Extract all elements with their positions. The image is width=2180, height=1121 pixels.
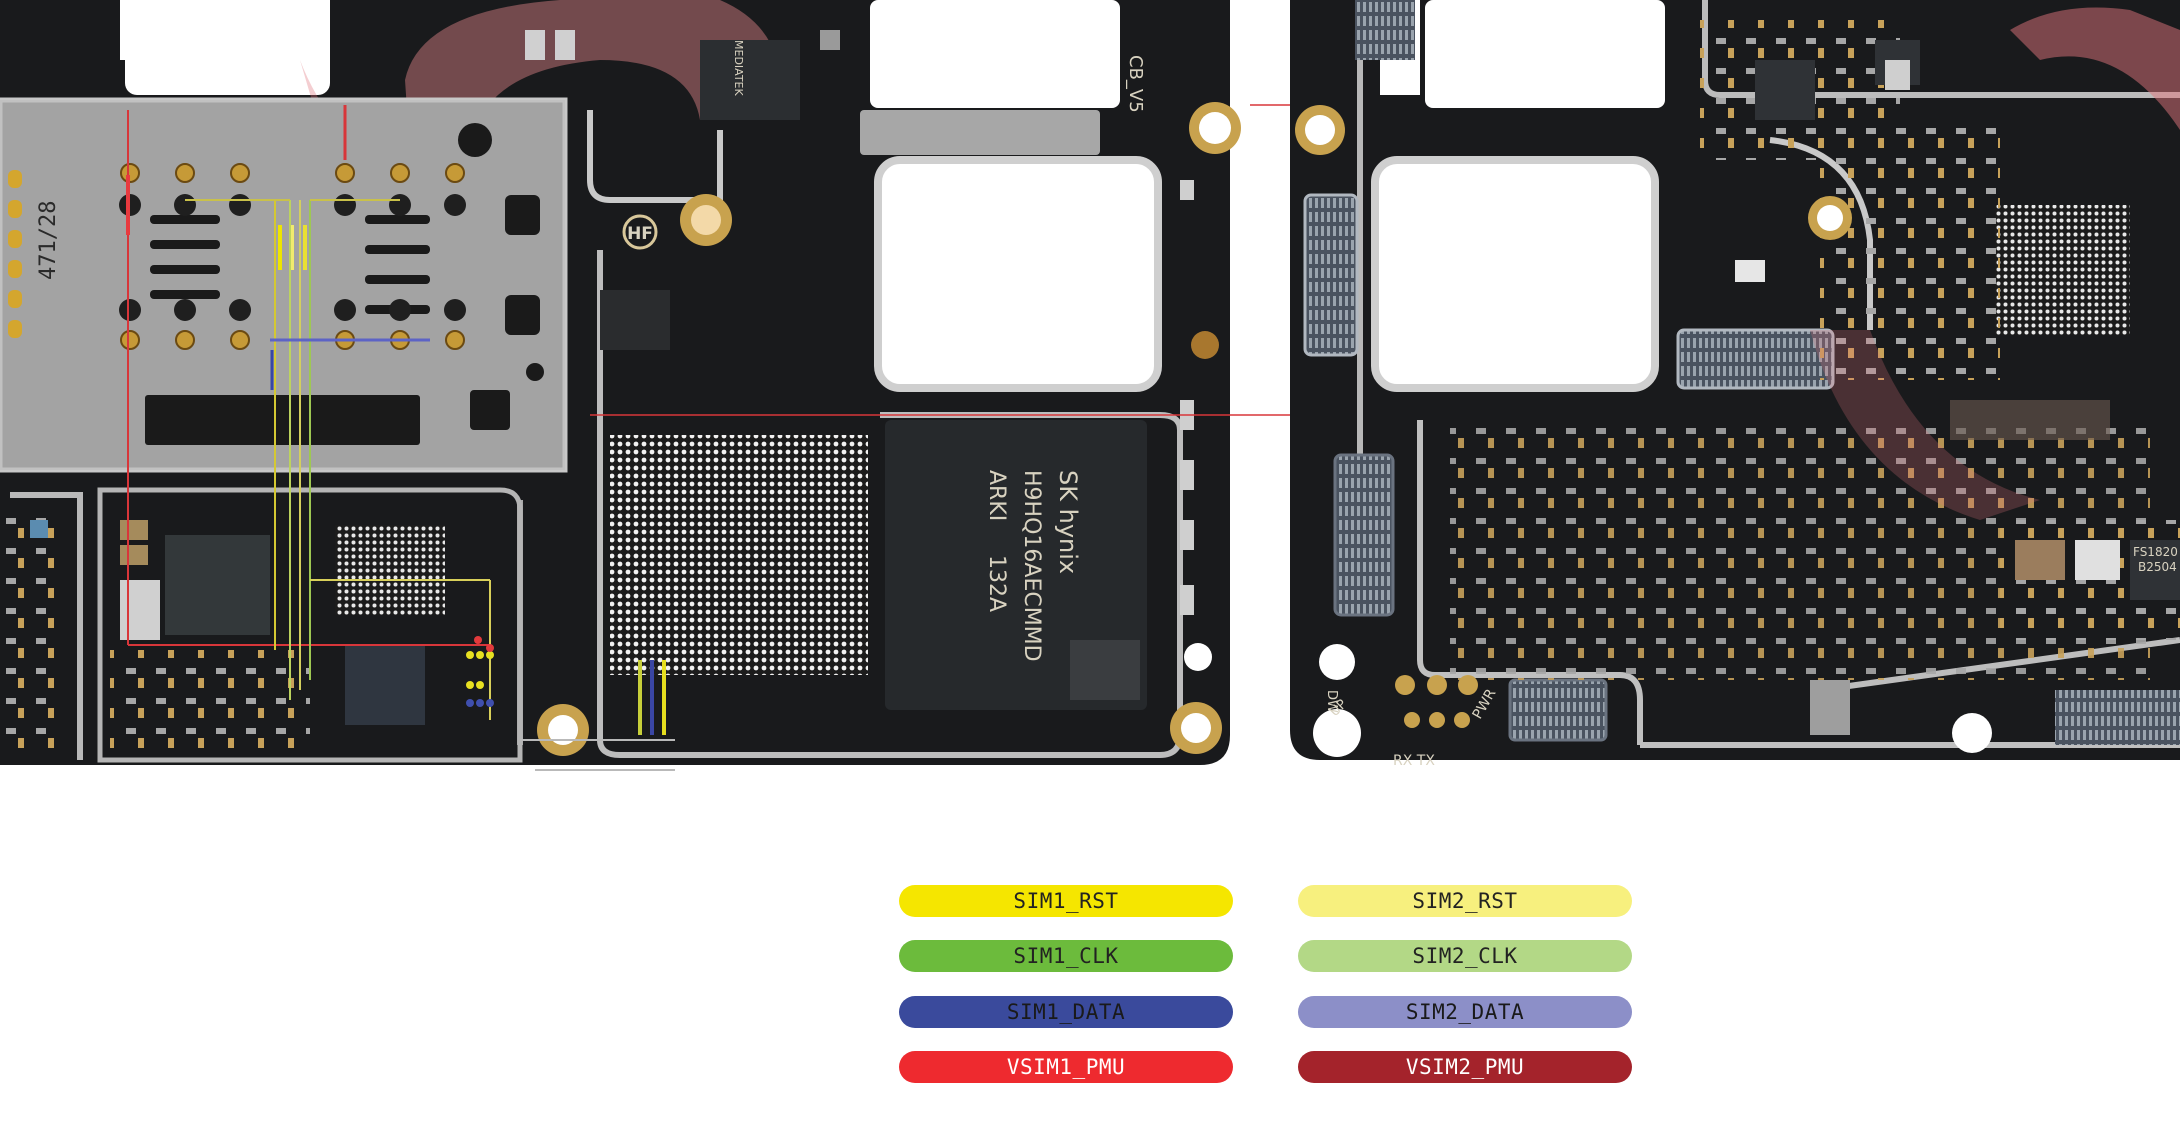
mounting-holes-left: [537, 102, 1241, 756]
skhynix-label: SK hynix: [1054, 470, 1082, 574]
legend-label: VSIM1_PMU: [1006, 1055, 1126, 1079]
legend-label: SIM1_DATA: [1006, 1000, 1126, 1024]
legend-sim2-data: SIM2_DATA: [1298, 996, 1632, 1028]
legend-sim2-rst: SIM2_RST: [1298, 885, 1632, 917]
legend-label: SIM2_DATA: [1405, 1000, 1525, 1024]
fs-chip-label: FS1820: [2133, 545, 2178, 559]
left-board: 471/28 MEDIATEK SK hynix H9HQ16AECMMD AR…: [0, 0, 1241, 765]
hf-mark: HF: [627, 224, 653, 244]
legend-label: SIM2_RST: [1412, 889, 1518, 913]
hynix-part-label: H9HQ16AECMMD: [1019, 470, 1044, 662]
legend-label: VSIM2_PMU: [1405, 1055, 1525, 1079]
legend-sim1-clk: SIM1_CLK: [899, 940, 1233, 972]
legend-vsim2-pmu: VSIM2_PMU: [1298, 1051, 1632, 1083]
legend-sim2-clk: SIM2_CLK: [1298, 940, 1632, 972]
fs-chip-code: B2504: [2138, 560, 2177, 574]
serial-silk: 471/28: [36, 201, 61, 280]
rx-tx-silk: RX TX: [1393, 753, 1435, 769]
hynix-lot-label: ARKI: [984, 470, 1009, 521]
legend-label: SIM1_CLK: [1013, 944, 1119, 968]
legend-label: SIM2_CLK: [1412, 944, 1518, 968]
legend-sim1-data: SIM1_DATA: [899, 996, 1233, 1028]
mediatek-chip-label: MEDIATEK: [732, 40, 745, 96]
legend-vsim1-pmu: VSIM1_PMU: [899, 1051, 1233, 1083]
dw-silk: DW: [1324, 690, 1339, 713]
legend-label: SIM1_RST: [1013, 889, 1119, 913]
legend-sim1-rst: SIM1_RST: [899, 885, 1233, 917]
hynix-code-label: 132A: [984, 555, 1009, 612]
right-board: FS1820 B2504 DW UP RX TX PWR: [1290, 0, 2180, 769]
revision-tag: CB_V5: [1125, 55, 1146, 113]
